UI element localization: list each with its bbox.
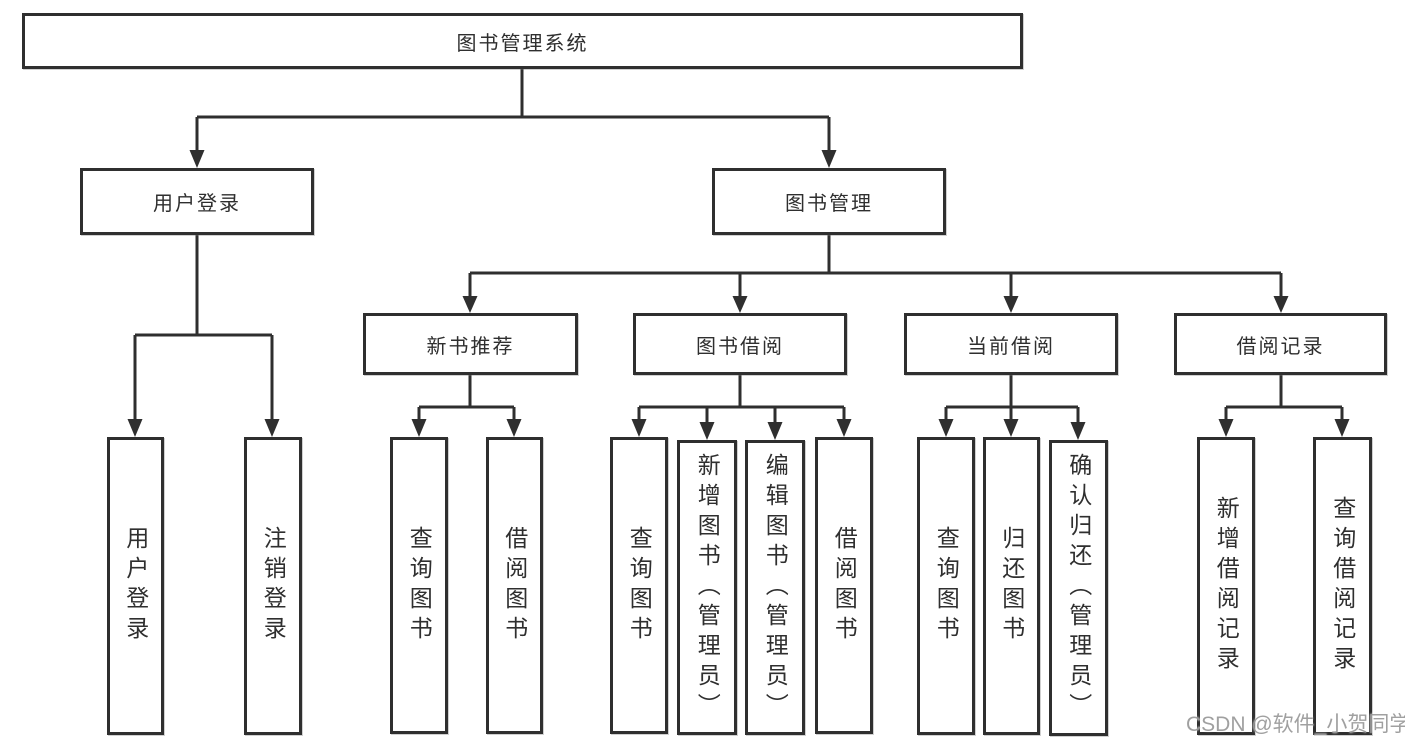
leaf-confirm-return-admin: 确认归还（管理员） (1049, 440, 1108, 736)
csdn-watermark: CSDN @软件_小贺同学 (1186, 713, 1405, 736)
node-root-library-management-system: 图书管理系统 (22, 13, 1023, 69)
leaf-user-login: 用户登录 (107, 437, 164, 735)
node-book-borrow: 图书借阅 (633, 313, 847, 375)
node-book-management: 图书管理 (712, 168, 946, 235)
leaf-borrow-books-recommend: 借阅图书 (486, 437, 543, 734)
leaf-logout: 注销登录 (244, 437, 302, 735)
leaf-add-borrow-record: 新增借阅记录 (1197, 437, 1255, 735)
leaf-query-books-recommend: 查询图书 (390, 437, 448, 734)
node-new-book-recommend: 新书推荐 (363, 313, 578, 375)
leaf-return-books: 归还图书 (983, 437, 1040, 735)
leaf-borrow-books-borrow: 借阅图书 (815, 437, 873, 734)
node-borrow-records: 借阅记录 (1174, 313, 1387, 375)
node-current-borrow: 当前借阅 (904, 313, 1118, 375)
leaf-query-books-current: 查询图书 (917, 437, 975, 735)
leaf-query-borrow-record: 查询借阅记录 (1313, 437, 1372, 735)
leaf-edit-book-admin: 编辑图书（管理员） (745, 440, 805, 735)
node-user-login: 用户登录 (80, 168, 314, 235)
leaf-query-books-borrow: 查询图书 (610, 437, 668, 734)
leaf-add-book-admin: 新增图书（管理员） (677, 440, 737, 735)
